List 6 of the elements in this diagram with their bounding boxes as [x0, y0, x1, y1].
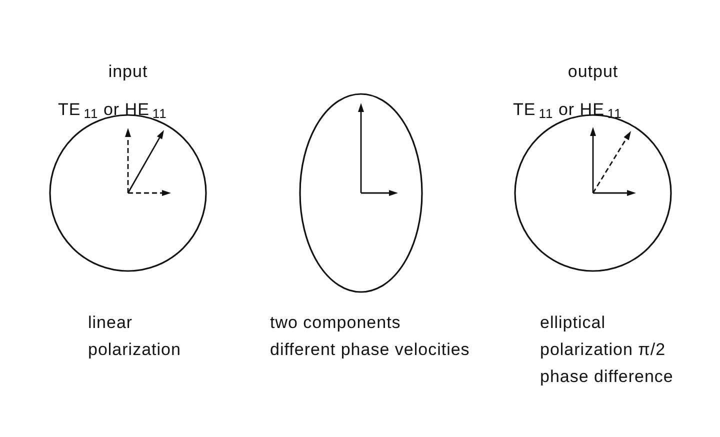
description-text: elliptical polarization π/2 phase difference [540, 312, 674, 388]
description-text: two components different phase velocities [270, 312, 470, 361]
description-text: linear polarization [88, 312, 182, 361]
heading-label: input [107, 61, 149, 83]
heading-label: output [566, 61, 620, 83]
mode-label: TE$_{11}$ or HE$_{11}$ [58, 99, 168, 123]
